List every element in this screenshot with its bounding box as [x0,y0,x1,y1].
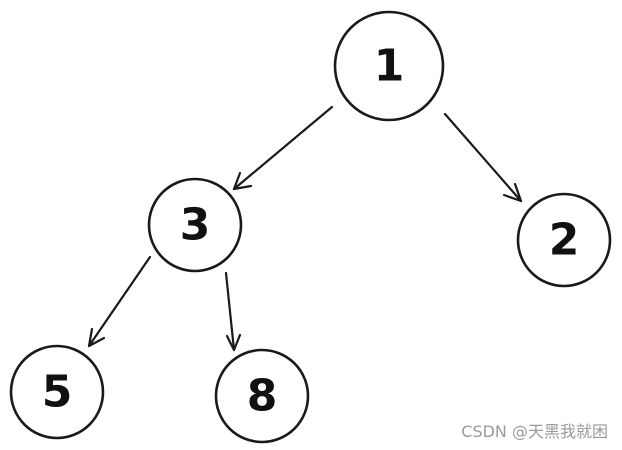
edge-3-to-8 [224,271,242,352]
edge-1-to-3 [232,105,334,191]
node-label-3: 3 [180,200,211,251]
tree-node-2: 2 [516,192,612,288]
watermark: CSDN @天黑我就困 [461,422,608,441]
edge-3-to-5 [87,255,152,348]
node-label-5: 5 [42,367,73,418]
tree-node-8: 8 [214,348,310,444]
tree-node-3: 3 [147,177,243,273]
tree-node-1: 1 [333,10,445,122]
node-label-8: 8 [247,371,278,422]
tree-node-5: 5 [9,344,105,440]
node-label-2: 2 [549,215,580,266]
edge-1-to-2 [443,112,523,203]
node-label-1: 1 [374,41,405,92]
